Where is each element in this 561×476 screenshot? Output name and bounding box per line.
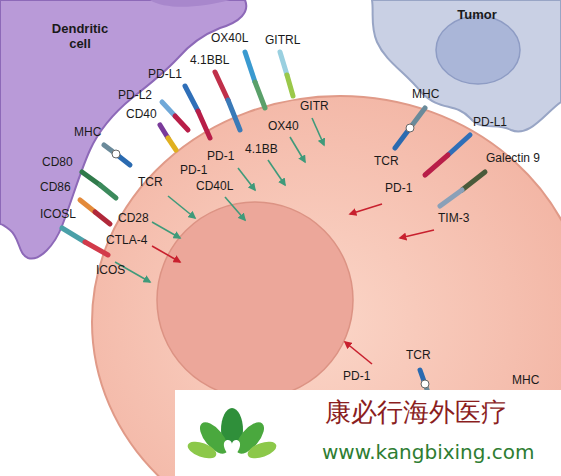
receptor-pairs bbox=[62, 52, 485, 398]
molecule-label: PD-L1 bbox=[473, 116, 507, 129]
tumor-cell bbox=[372, 0, 561, 132]
molecule-label: PD-1 bbox=[343, 370, 370, 383]
receptor-knobs bbox=[112, 124, 429, 388]
molecule-label: CD86 bbox=[40, 181, 71, 194]
molecule-label: PD-1 bbox=[385, 182, 412, 195]
molecule-label: PD-1 bbox=[180, 164, 207, 177]
lotus-logo bbox=[186, 408, 279, 462]
molecule-label: 4.1BBL bbox=[190, 54, 229, 67]
molecule-label: TCR bbox=[374, 155, 399, 168]
signal-arrows bbox=[115, 118, 434, 364]
watermark-panel bbox=[175, 390, 561, 476]
molecule-label: CD28 bbox=[118, 212, 149, 225]
cell-name: Dendritic cell bbox=[40, 22, 120, 52]
node-title: Tumor bbox=[442, 8, 512, 23]
molecule-label: OX40L bbox=[211, 32, 248, 45]
t-cell-nucleus bbox=[157, 202, 353, 398]
molecule-label: PD-1 bbox=[207, 150, 234, 163]
dendritic-process bbox=[150, 0, 230, 7]
molecule-label: CTLA-4 bbox=[106, 234, 147, 247]
tumor-nucleus bbox=[436, 16, 520, 84]
molecule-label: Galectin 9 bbox=[486, 152, 540, 165]
molecule-label: MHC bbox=[512, 374, 539, 387]
watermark-text: www.kangbixing.com bbox=[322, 441, 535, 463]
molecule-label: PD-L2 bbox=[118, 89, 152, 102]
molecule-label: MHC bbox=[412, 88, 439, 101]
molecule-label: CD40 bbox=[126, 108, 157, 121]
molecule-label: MHC bbox=[74, 126, 101, 139]
molecule-label: 4.1BB bbox=[245, 143, 278, 156]
molecule-label: TCR bbox=[138, 176, 163, 189]
molecule-label: ICOSL bbox=[40, 208, 76, 221]
molecule-label: OX40 bbox=[268, 120, 299, 133]
cell-name: Tumor bbox=[442, 8, 512, 23]
molecule-label: TIM-3 bbox=[438, 212, 469, 225]
molecule-label: CD80 bbox=[42, 156, 73, 169]
molecule-label: GITR bbox=[300, 100, 329, 113]
dendritic-cell bbox=[0, 0, 246, 259]
molecule-label: TCR bbox=[406, 349, 431, 362]
node-title: Dendritic cell bbox=[40, 22, 120, 52]
molecule-label: ICOS bbox=[96, 264, 125, 277]
t-cell bbox=[92, 96, 561, 476]
molecule-label: GITRL bbox=[265, 34, 300, 47]
molecule-label: PD-L1 bbox=[148, 68, 182, 81]
molecule-label: CD40L bbox=[196, 180, 233, 193]
watermark-text: 康必行海外医疗 bbox=[325, 398, 507, 427]
